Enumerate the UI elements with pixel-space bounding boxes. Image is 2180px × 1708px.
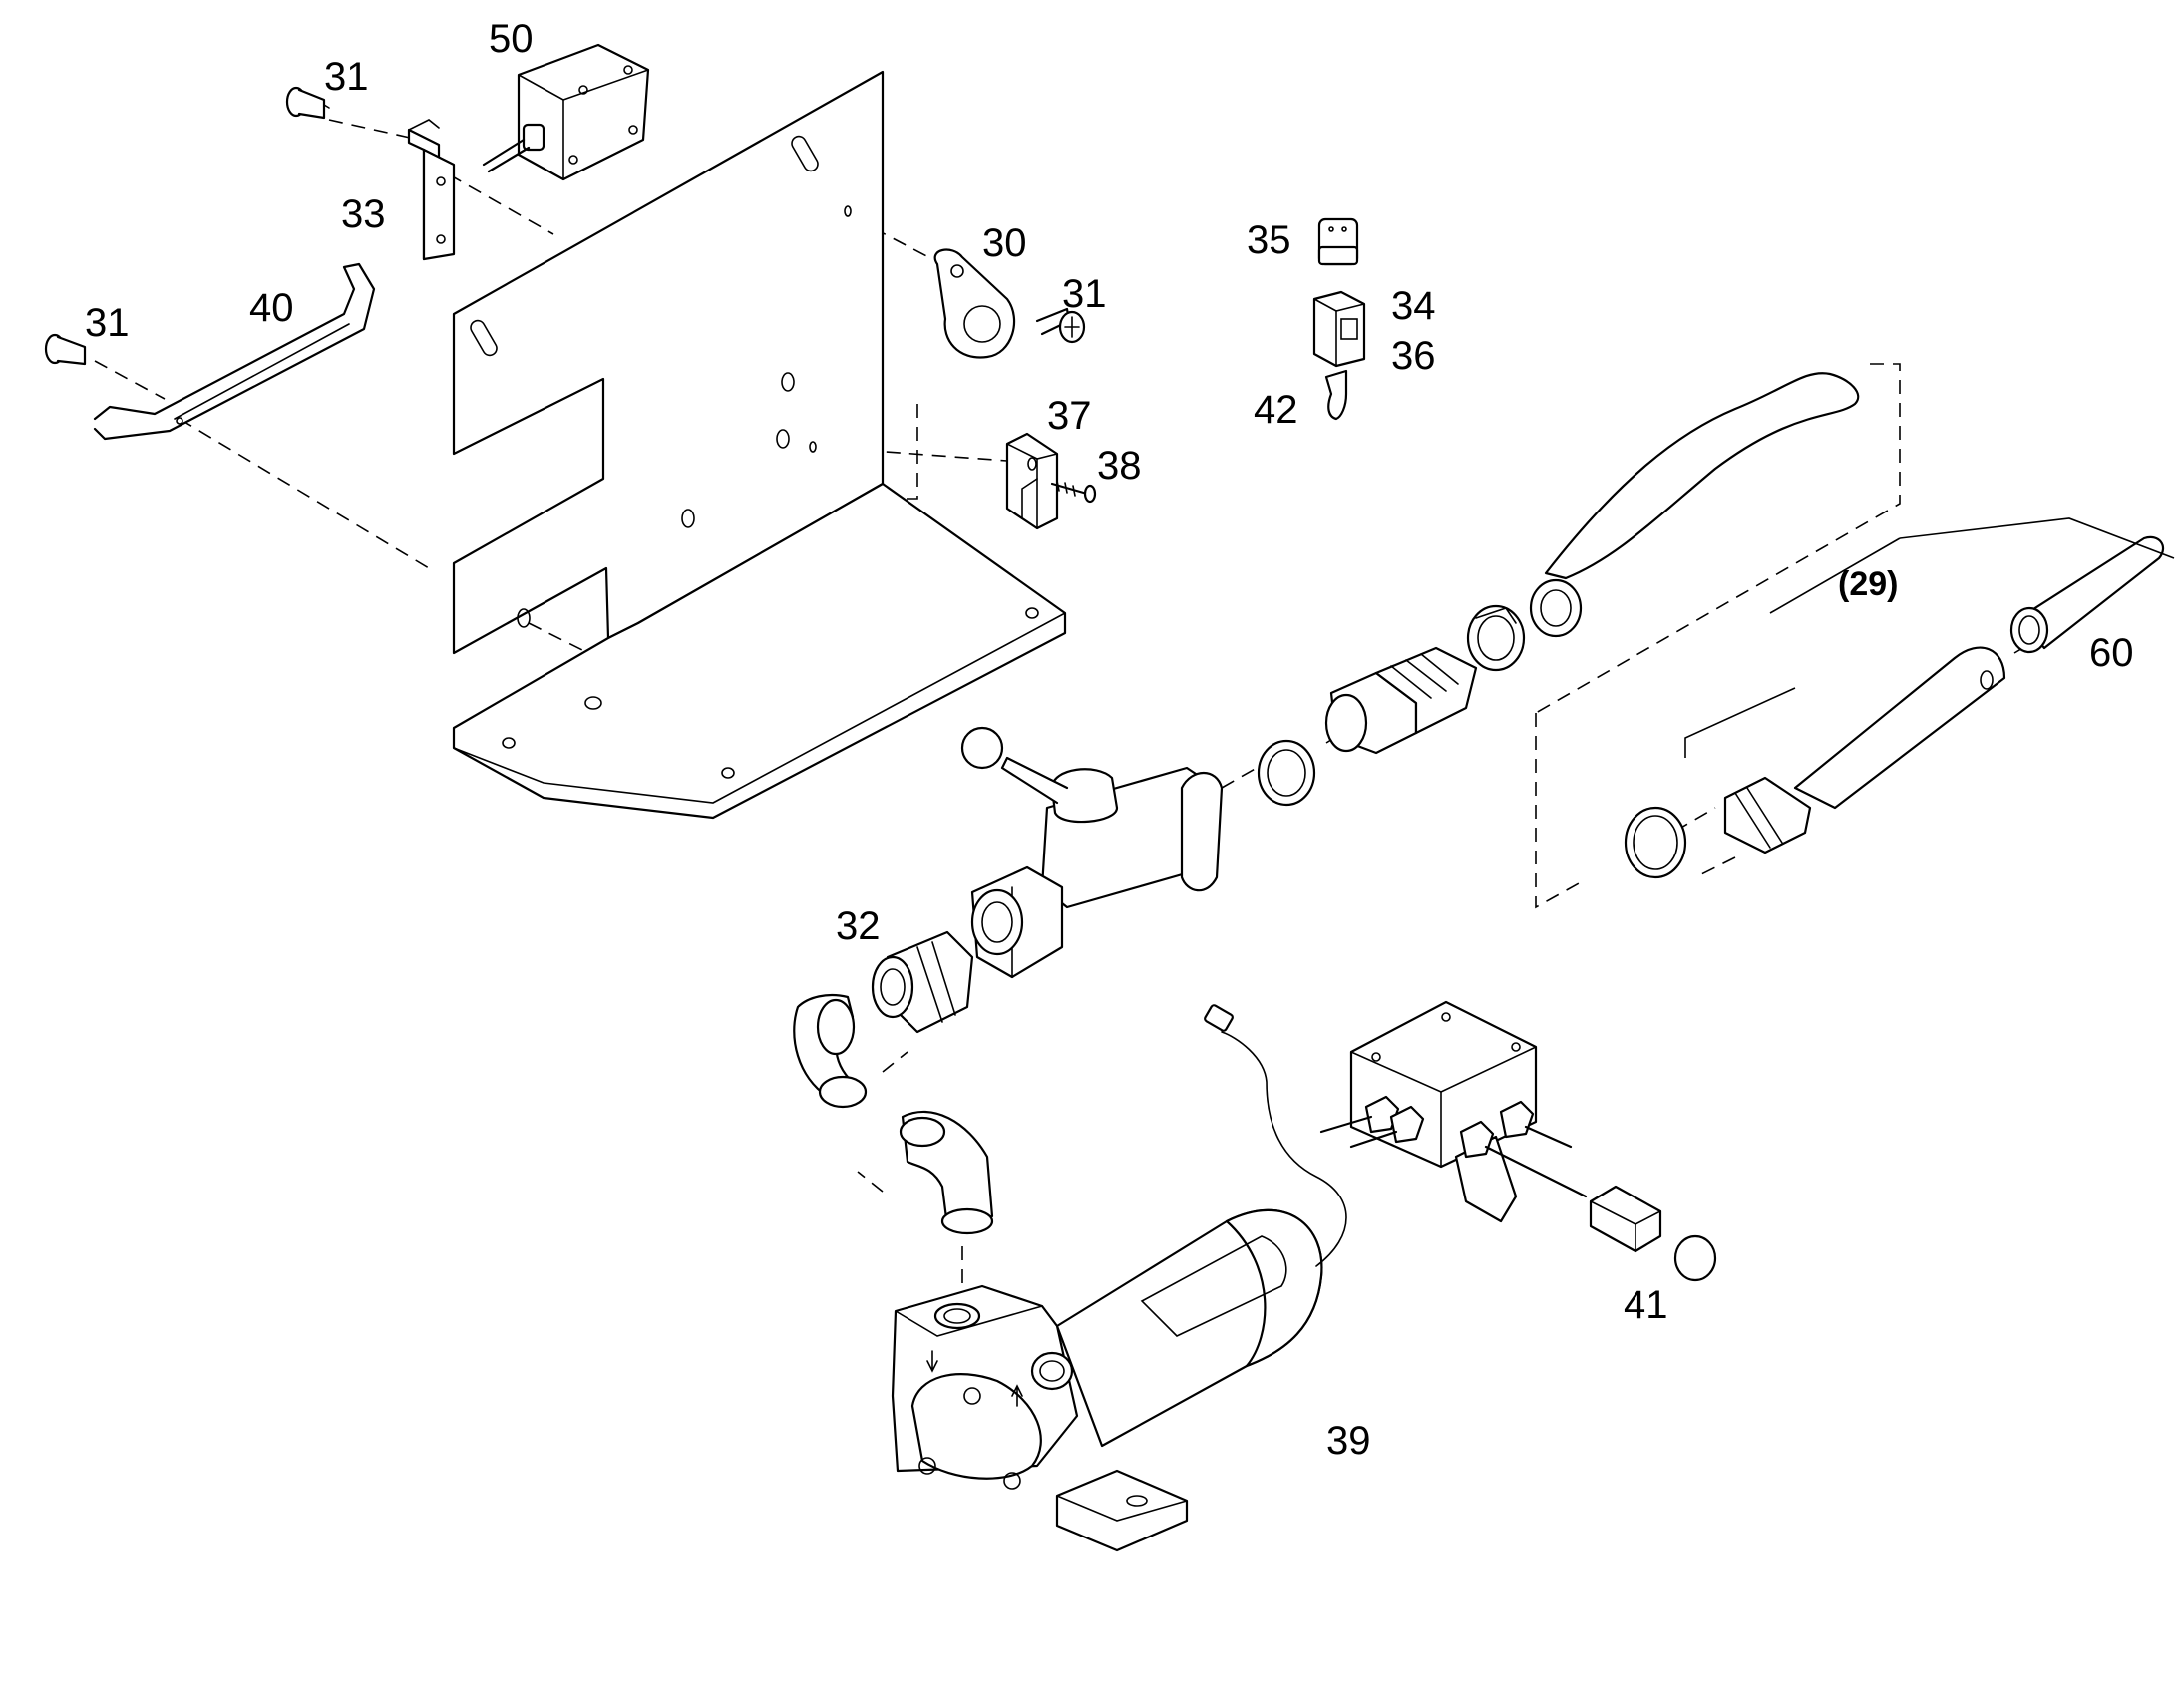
rod-40 [93, 262, 376, 441]
callout-29: (29) [1838, 565, 1898, 603]
tube-assembly-29 [1624, 537, 2006, 879]
connector-41 [1589, 1185, 1717, 1282]
callout-33: 33 [341, 192, 386, 236]
callout-32: 32 [836, 904, 881, 948]
callout-labels: 50 31 33 31 40 30 31 37 38 35 34 36 42 (… [85, 17, 2134, 1463]
callout-60: 60 [2089, 631, 2134, 675]
junction-box-50 [482, 43, 650, 181]
ball-valve [960, 726, 1224, 979]
nipple-32 [871, 930, 974, 1034]
elbow-upper [793, 993, 868, 1109]
callout-30: 30 [982, 221, 1027, 265]
callout-36: 36 [1391, 334, 1436, 378]
fitting-upper [1324, 646, 1478, 755]
connector-35 [1317, 217, 1359, 266]
clamp-30 [933, 248, 1016, 359]
callout-38: 38 [1097, 444, 1142, 488]
callout-31-clamp: 31 [1062, 272, 1107, 316]
callout-37: 37 [1047, 394, 1092, 438]
callout-39: 39 [1326, 1419, 1371, 1463]
callout-40: 40 [249, 286, 294, 330]
callout-31-left: 31 [85, 301, 130, 345]
screw-31-clamp [1035, 307, 1086, 344]
connector-34-36 [1312, 290, 1366, 368]
elbow-lower [899, 1111, 994, 1235]
callout-31-top: 31 [324, 55, 369, 99]
screw-38 [1050, 480, 1097, 504]
hose [1529, 372, 1860, 638]
switch-box [1319, 1000, 1588, 1223]
o-ring [1257, 739, 1316, 807]
bracket-33 [407, 119, 456, 261]
holder-37 [1005, 432, 1059, 530]
callout-35: 35 [1247, 218, 1291, 262]
hose-clamp [1466, 604, 1526, 672]
plug-42 [1324, 369, 1348, 421]
tube-60 [1899, 517, 2175, 654]
callout-34: 34 [1391, 284, 1436, 328]
callout-50: 50 [489, 17, 534, 61]
pump-39 [891, 1004, 1347, 1552]
mounting-plate [452, 70, 1067, 820]
callout-41: 41 [1624, 1283, 1668, 1327]
screw-31-left [44, 333, 87, 366]
callout-42: 42 [1254, 388, 1298, 432]
screw-31-top [285, 86, 330, 120]
